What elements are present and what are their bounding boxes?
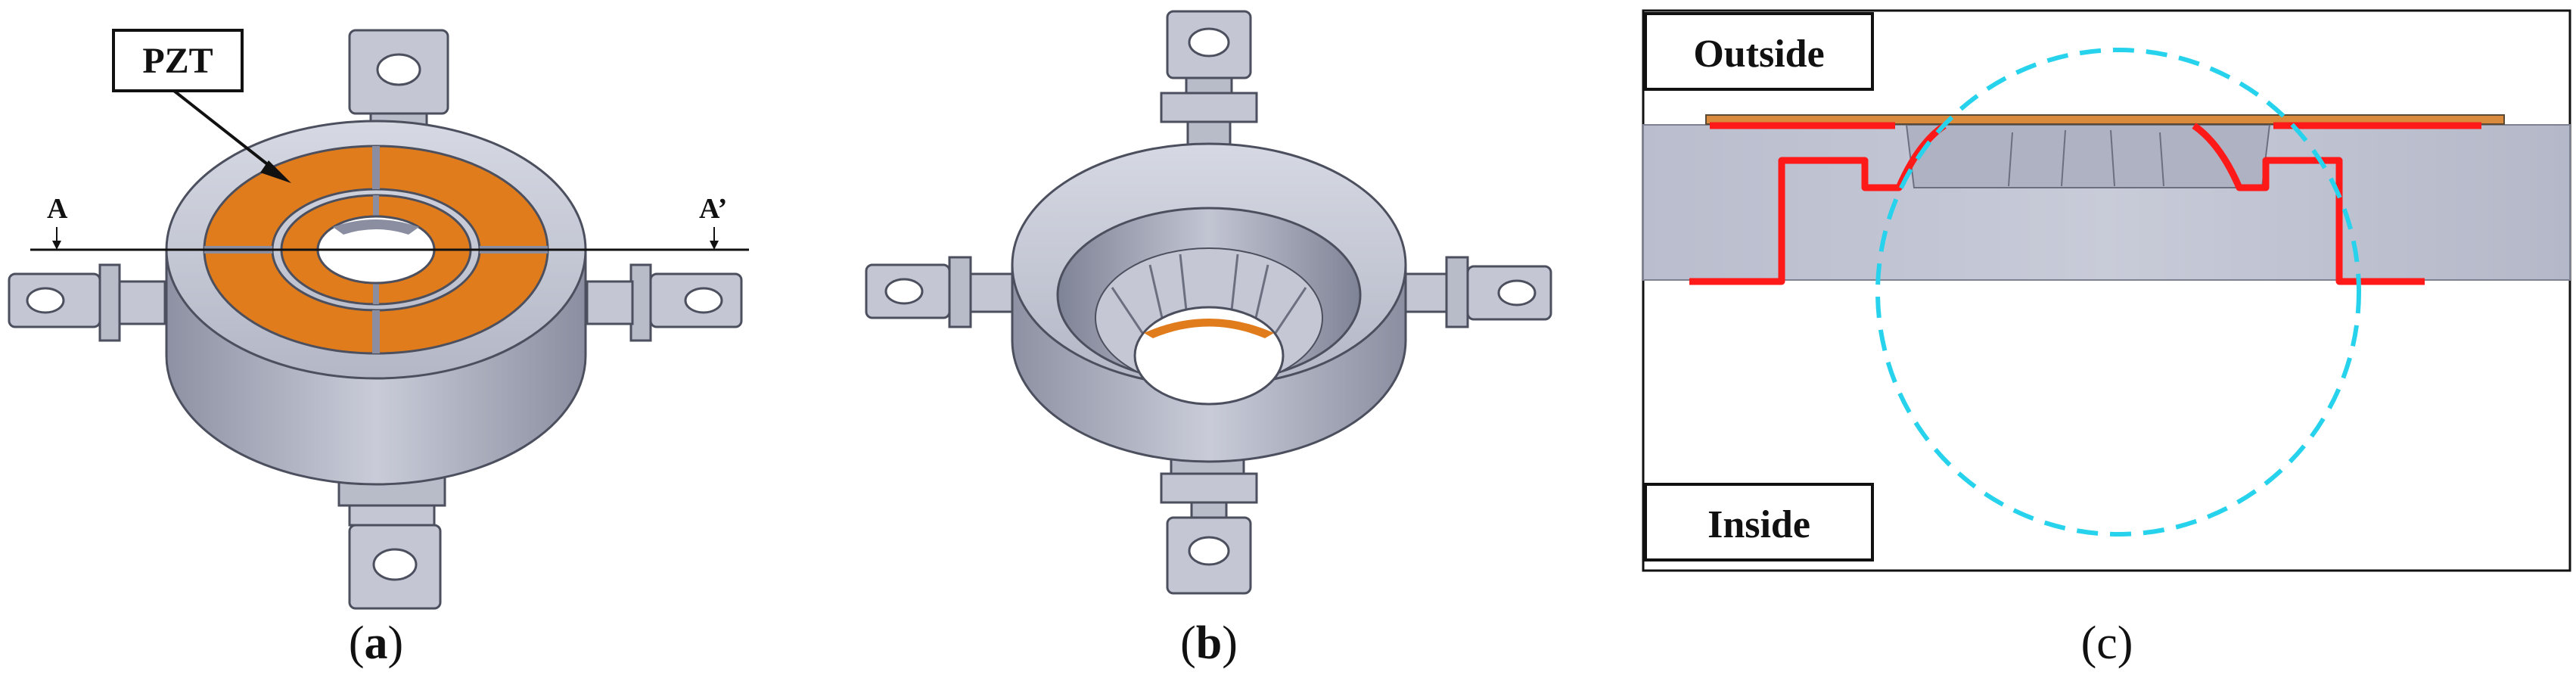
mounting-tab-right <box>586 263 743 342</box>
section-label-a-prime: A’ <box>699 193 727 225</box>
caption-a: (a) <box>349 617 403 669</box>
inside-label: Inside <box>1707 503 1810 546</box>
caption-c: (c) <box>2081 617 2133 669</box>
detail-ellipse <box>1875 48 2361 537</box>
center-bore <box>1133 306 1285 406</box>
caption-a-letter: a <box>365 617 388 669</box>
mounting-tab-left <box>8 263 166 342</box>
section-label-a: A <box>47 193 68 225</box>
flexure-segments <box>1111 254 1307 334</box>
pzt-electrode <box>203 145 549 355</box>
caption-a-close: ) <box>388 617 404 669</box>
inside-label-box <box>1644 483 1874 561</box>
section-line-a-a <box>30 227 749 251</box>
panel-c: Outside Inside (c) <box>1642 9 2571 669</box>
caption-b-letter: b <box>1196 617 1222 669</box>
cross-section-body <box>1642 114 2571 281</box>
caption-b-open: ( <box>1180 617 1196 669</box>
cross-section-frame <box>1642 9 2571 572</box>
mounting-tab-left <box>865 256 1015 328</box>
section-profile <box>1689 122 2481 285</box>
mounting-tab-bottom <box>1160 453 1258 595</box>
pzt-callout <box>112 29 291 183</box>
pzt-callout-label: PZT <box>142 41 213 81</box>
mounting-tab-bottom <box>337 466 446 610</box>
caption-b: (b) <box>1180 617 1238 669</box>
panel-a: A A’ PZT (a) <box>8 29 749 669</box>
panel-b: (b) <box>865 10 1552 669</box>
outside-label-box <box>1644 12 1874 91</box>
caption-a-open: ( <box>349 617 365 669</box>
mounting-tab-right <box>1403 256 1552 328</box>
mounting-tab-top <box>1160 10 1258 154</box>
outside-label: Outside <box>1693 33 1824 76</box>
caption-b-close: ) <box>1222 617 1238 669</box>
